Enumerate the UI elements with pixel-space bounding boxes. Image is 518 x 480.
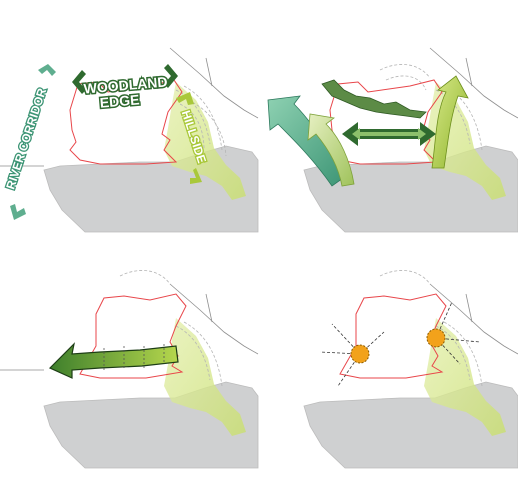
- panel-base: [0, 270, 259, 469]
- woodland-edge-bracket-left: [72, 70, 86, 94]
- movement-arrow-light-green: [307, 113, 355, 187]
- woodland-mass: [321, 79, 427, 119]
- movement-arrow-lime: [431, 75, 469, 169]
- panel-focal-nodes: [303, 270, 518, 469]
- context-road: [0, 47, 259, 167]
- contour-lines: [119, 270, 223, 387]
- context-road: [429, 47, 518, 119]
- river-edge-band: [48, 342, 179, 379]
- context-road: [429, 283, 518, 355]
- panel-river-edge-activation: [0, 270, 259, 469]
- river-corridor-bracket-top: [38, 64, 56, 76]
- hillside-bracket-bottom: [190, 168, 202, 184]
- site-boundary: [69, 79, 183, 165]
- contour-lines: [379, 270, 483, 387]
- hillside-zone: [164, 318, 246, 436]
- hillside-bracket-top: [176, 92, 194, 105]
- hillside-zone: [164, 82, 246, 200]
- focal-node-east: [426, 328, 446, 348]
- edge-markers: [103, 344, 165, 372]
- river-corridor-bracket-bottom: [10, 204, 26, 220]
- context-road: [0, 283, 259, 371]
- movement-arrow-double-inner: [352, 128, 426, 140]
- focal-node-west: [350, 344, 370, 364]
- site-boundary: [339, 293, 447, 379]
- panel-base: [0, 47, 259, 233]
- woodland-edge-label-line2: EDGE: [99, 91, 140, 110]
- panel-landscape-movement: [267, 47, 518, 233]
- panel-site-constraints: WOODLAND EDGE RIVER CORRIDOR HILLSIDE: [0, 47, 259, 233]
- woodland-edge-bracket-right: [164, 64, 178, 88]
- panel-base: [303, 270, 518, 469]
- river-corridor-label: RIVER CORRIDOR: [3, 86, 49, 191]
